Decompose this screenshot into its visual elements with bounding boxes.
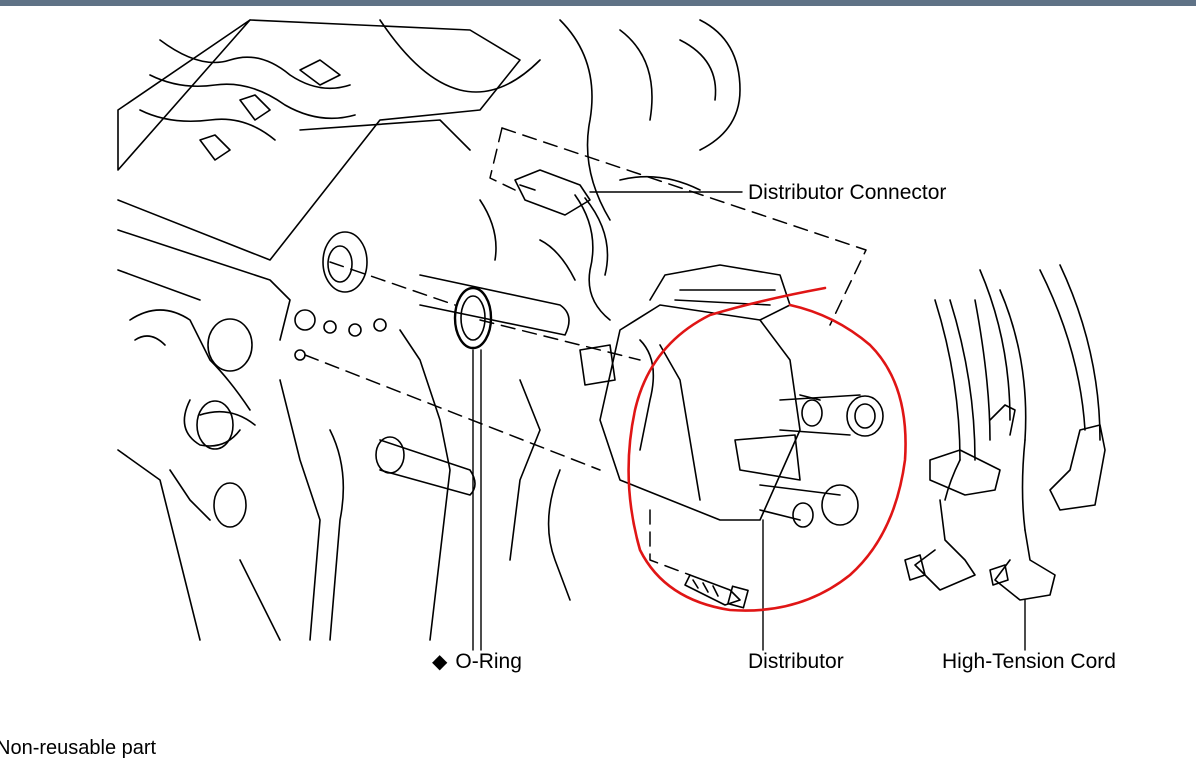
- label-distributor: Distributor: [748, 650, 844, 673]
- label-distributor-connector: Distributor Connector: [748, 181, 947, 204]
- engine-block-drawing: [117, 19, 741, 641]
- high-tension-cord-drawing: [904, 264, 1106, 601]
- non-reusable-diamond-icon: ◆: [432, 651, 448, 673]
- highlight-circle: [627, 286, 907, 612]
- callout-leader-lines: [472, 191, 1026, 651]
- assembly-guide-lines: [304, 127, 867, 576]
- label-o-ring-text: O-Ring: [455, 650, 522, 673]
- distributor-drawing: [579, 264, 884, 609]
- footnote-non-reusable-part: Non-reusable part: [0, 737, 157, 759]
- window-title-bar: [0, 0, 1196, 6]
- label-o-ring: ◆ O-Ring: [432, 651, 522, 672]
- label-high-tension-cord: High-Tension Cord: [942, 650, 1116, 673]
